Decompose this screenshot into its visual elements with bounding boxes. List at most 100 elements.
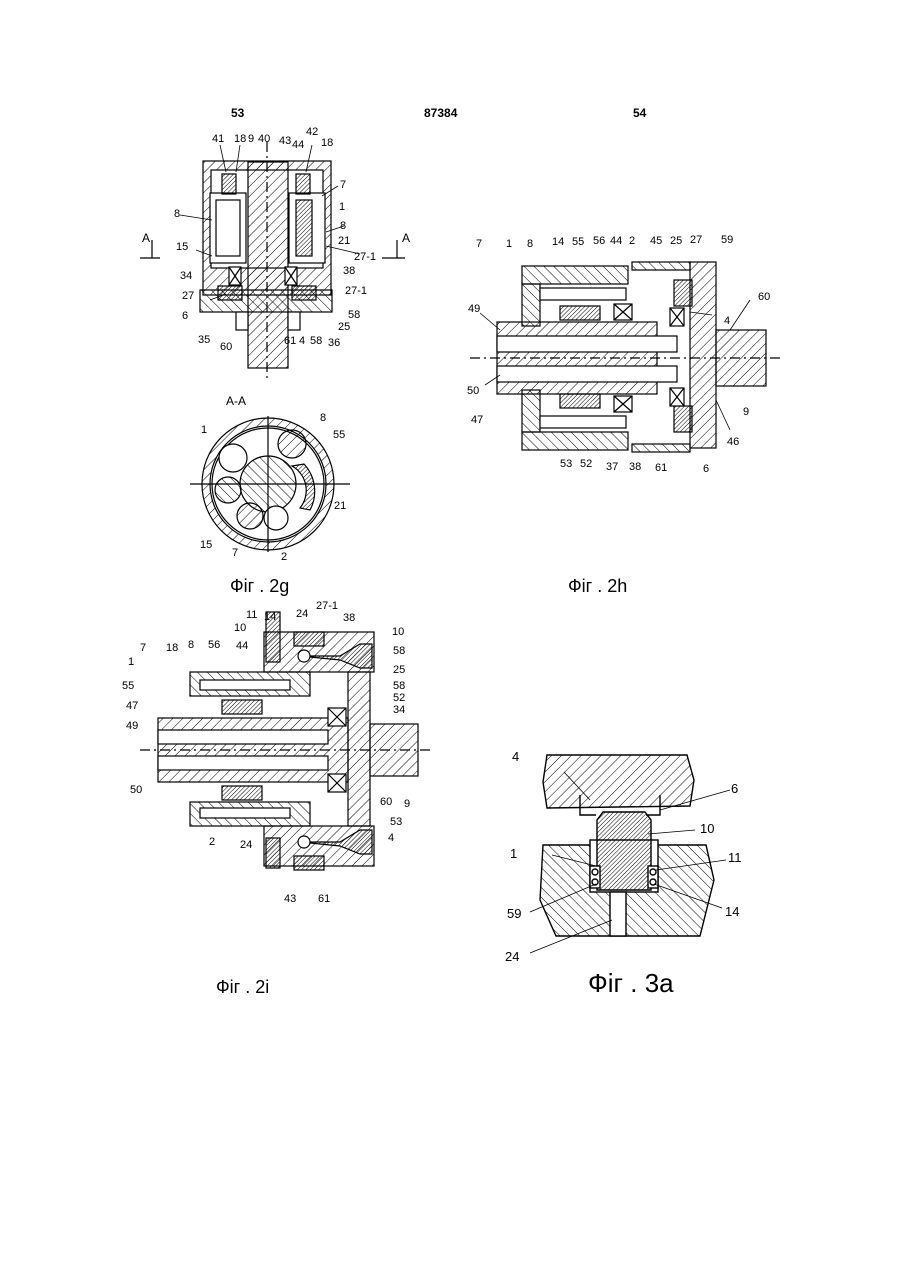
label: 15: [200, 539, 212, 551]
label: 43: [279, 135, 291, 147]
section-title: A-A: [226, 394, 246, 408]
label: 34: [393, 704, 405, 716]
label: 60: [380, 796, 392, 808]
label: 49: [468, 303, 480, 315]
fig2g-section-ball-3: [215, 477, 241, 503]
label: 7: [140, 642, 146, 654]
label: 1: [506, 238, 512, 250]
label: 52: [393, 692, 405, 704]
label: 8: [188, 639, 194, 651]
label: 8: [174, 208, 180, 220]
label: 6: [182, 310, 188, 322]
label: 53: [390, 816, 402, 828]
section-marker-left: A: [142, 231, 150, 245]
label: 40: [258, 133, 270, 145]
label: 55: [333, 429, 345, 441]
fig2i-flange: [348, 672, 370, 826]
label: 9: [404, 798, 410, 810]
label: 36: [328, 337, 340, 349]
label: 50: [130, 784, 142, 796]
label: 61: [655, 462, 667, 474]
label: 8: [320, 412, 326, 424]
label: 18: [234, 133, 246, 145]
fig3a-part-4: [543, 755, 694, 808]
caption-fig-2g: Фіг . 2g: [230, 576, 289, 596]
label: 24: [240, 839, 252, 851]
label: 4: [512, 749, 519, 764]
label: 15: [176, 241, 188, 253]
label: 24: [296, 608, 308, 620]
caption-fig-2h: Фіг . 2h: [568, 576, 627, 596]
label: 43: [284, 893, 296, 905]
label: 25: [670, 235, 682, 247]
label: 27-1: [316, 600, 338, 612]
label: 1: [339, 201, 345, 213]
fig-2i-drawing: [140, 612, 430, 870]
label: 50: [467, 385, 479, 397]
label: 38: [629, 461, 641, 473]
section-marker-right: A: [402, 231, 410, 245]
label: 60: [220, 341, 232, 353]
label: 58: [348, 309, 360, 321]
caption-fig-2i: Фіг . 2i: [216, 977, 269, 997]
label: 10: [700, 821, 714, 836]
label: 11: [246, 609, 257, 621]
label: 7: [340, 179, 346, 191]
label: 44: [236, 640, 248, 652]
label: 52: [580, 458, 592, 470]
label: 25: [393, 664, 405, 676]
label: 37: [606, 461, 618, 473]
label: 2: [281, 551, 287, 563]
label: 27-1: [354, 251, 376, 263]
label: 25: [338, 321, 350, 333]
label: 61: [284, 335, 296, 347]
label: 4: [388, 832, 394, 844]
label: 44: [292, 139, 304, 151]
label: 1: [128, 656, 134, 668]
label: 61: [318, 893, 330, 905]
caption-fig-3a: Фіг . 3а: [588, 968, 674, 998]
label: 9: [248, 133, 254, 145]
fig2h-flange: [690, 262, 716, 448]
label: 59: [721, 234, 733, 246]
label: 2: [629, 235, 635, 247]
label: 47: [471, 414, 483, 426]
fig2h-housing-bottom: [522, 432, 628, 450]
fig2g-section-ball-2: [278, 430, 306, 458]
fig2h-bore-bottom: [497, 366, 677, 382]
label: 46: [727, 436, 739, 448]
label: 38: [343, 265, 355, 277]
label: 27: [182, 290, 194, 302]
label: 55: [572, 236, 584, 248]
label: 58: [393, 645, 405, 657]
label: 1: [201, 424, 207, 436]
label: 42: [306, 126, 318, 138]
label: 41: [212, 133, 224, 145]
label: 58: [393, 680, 405, 692]
label: 53: [560, 458, 572, 470]
label: 49: [126, 720, 138, 732]
label: 7: [232, 547, 238, 559]
fig-2g-section: [190, 416, 350, 552]
label: 27: [690, 234, 702, 246]
label: 47: [126, 700, 138, 712]
label: 56: [593, 235, 605, 247]
label: 10: [392, 626, 404, 638]
label: 35: [198, 334, 210, 346]
label: 2: [209, 836, 215, 848]
label: 9: [743, 406, 749, 418]
label: 21: [338, 235, 350, 247]
label: 6: [731, 781, 738, 796]
fig2g-shaft: [248, 162, 288, 368]
label: 4: [299, 335, 305, 347]
label: 44: [610, 235, 622, 247]
label: 10: [234, 622, 246, 634]
label: 56: [208, 639, 220, 651]
label: 60: [758, 291, 770, 303]
fig2g-section-ball-1: [219, 444, 247, 472]
fig-2h-drawing: [470, 262, 780, 452]
fig2h-housing-top: [522, 266, 628, 284]
label: 24: [505, 949, 519, 964]
label: 8: [340, 220, 346, 232]
label: 18: [166, 642, 178, 654]
